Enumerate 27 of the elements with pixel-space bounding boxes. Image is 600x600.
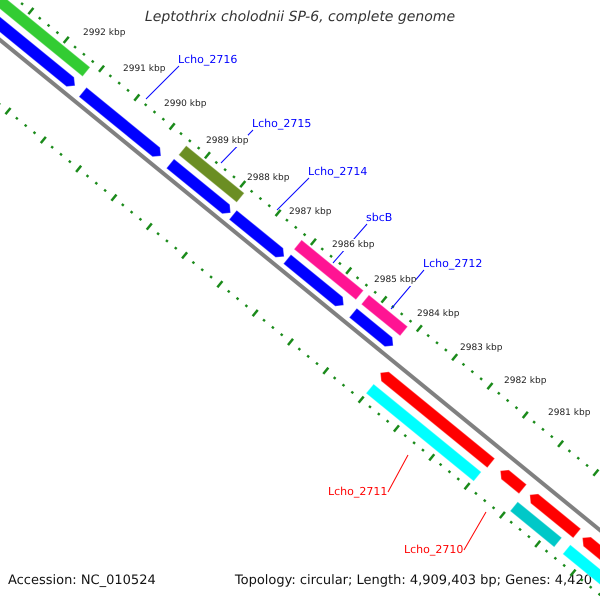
scale-label: 2989 kbp [206, 135, 248, 147]
scale-label: 2985 kbp [374, 274, 416, 286]
gene-label: Lcho_2712 [423, 257, 482, 270]
scale-label: 2984 kbp [417, 308, 460, 320]
accession-text: Accession: NC_010524 [8, 575, 156, 587]
scale-label: 2986 kbp [332, 239, 374, 251]
scale-label: 2982 kbp [504, 375, 546, 387]
leader-line [390, 270, 424, 310]
scale-label: 2981 kbp [548, 407, 590, 419]
scale-label: 2987 kbp [289, 206, 332, 218]
map-title: Leptothrix cholodnii SP-6, complete genome [144, 11, 456, 23]
scale-label: 2988 kbp [247, 172, 290, 184]
gene-label: Lcho_2710 [404, 543, 464, 556]
gene-label: Lcho_2715 [252, 117, 312, 130]
genome-stats: Topology: circular; Length: 4,909,403 bp; Genes: 4,420 [234, 575, 592, 587]
scale-label: 2992 kbp [83, 27, 126, 39]
leader-line [388, 454, 408, 492]
gene-label: Lcho_2714 [308, 165, 368, 178]
leader-line [276, 178, 310, 210]
scale-label: 2991 kbp [123, 63, 166, 75]
gene-label: Lcho_2716 [178, 53, 238, 66]
leader-line [464, 512, 486, 550]
gene-label: Lcho_2711 [328, 485, 388, 498]
leader-line [146, 66, 180, 100]
scale-label: 2990 kbp [164, 98, 206, 110]
gene-label: sbcB [366, 211, 392, 224]
scale-label: 2983 kbp [460, 342, 502, 354]
